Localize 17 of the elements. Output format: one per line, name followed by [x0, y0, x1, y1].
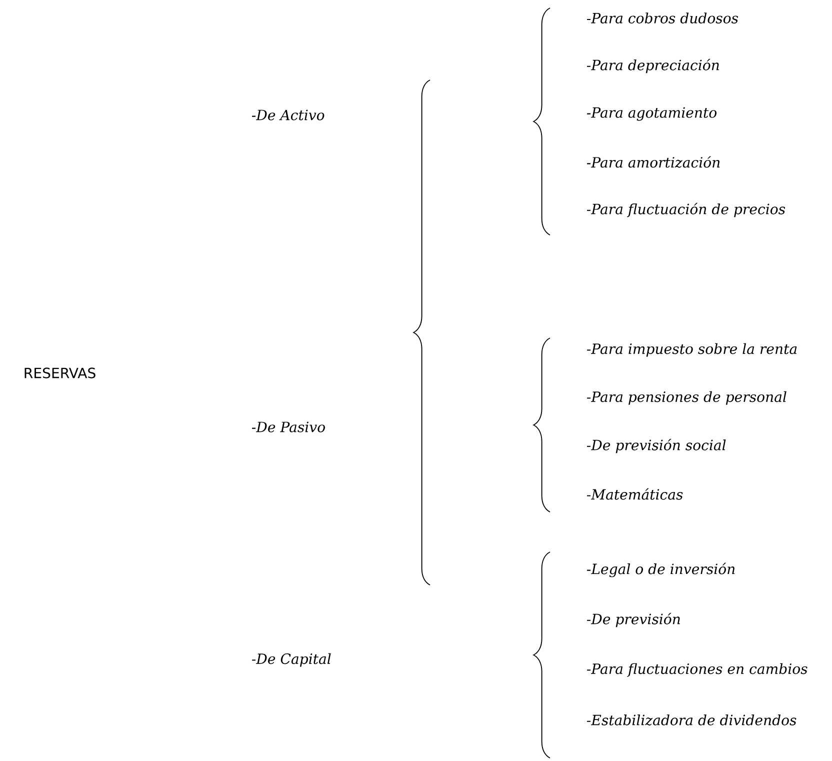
item-label: -De previsión social — [586, 438, 726, 454]
root-label: RESERVAS — [24, 368, 96, 378]
item-label: -Matemáticas — [586, 488, 683, 500]
item-label: -Para depreciación — [586, 58, 719, 74]
item-label: -Para cobros dudosos — [586, 12, 738, 24]
item-label: -De previsión — [586, 612, 680, 628]
item-label: -Para pensiones de personal — [586, 391, 786, 405]
item-label: -Legal o de inversión — [586, 562, 735, 578]
item-label: -Para impuesto sobre la renta — [586, 343, 797, 357]
item-label: -Para amortización — [586, 156, 720, 168]
category-label: -De Activo — [252, 110, 324, 120]
item-label: -Estabilizadora de dividendos — [586, 714, 796, 726]
item-label: -Para fluctuaciones en cambios — [586, 663, 808, 677]
item-label: -Para agotamiento — [586, 107, 717, 121]
item-label: -Para fluctuación de precios — [586, 202, 786, 218]
category-label: -De Pasivo — [252, 422, 325, 432]
category-label: -De Capital — [252, 653, 331, 667]
